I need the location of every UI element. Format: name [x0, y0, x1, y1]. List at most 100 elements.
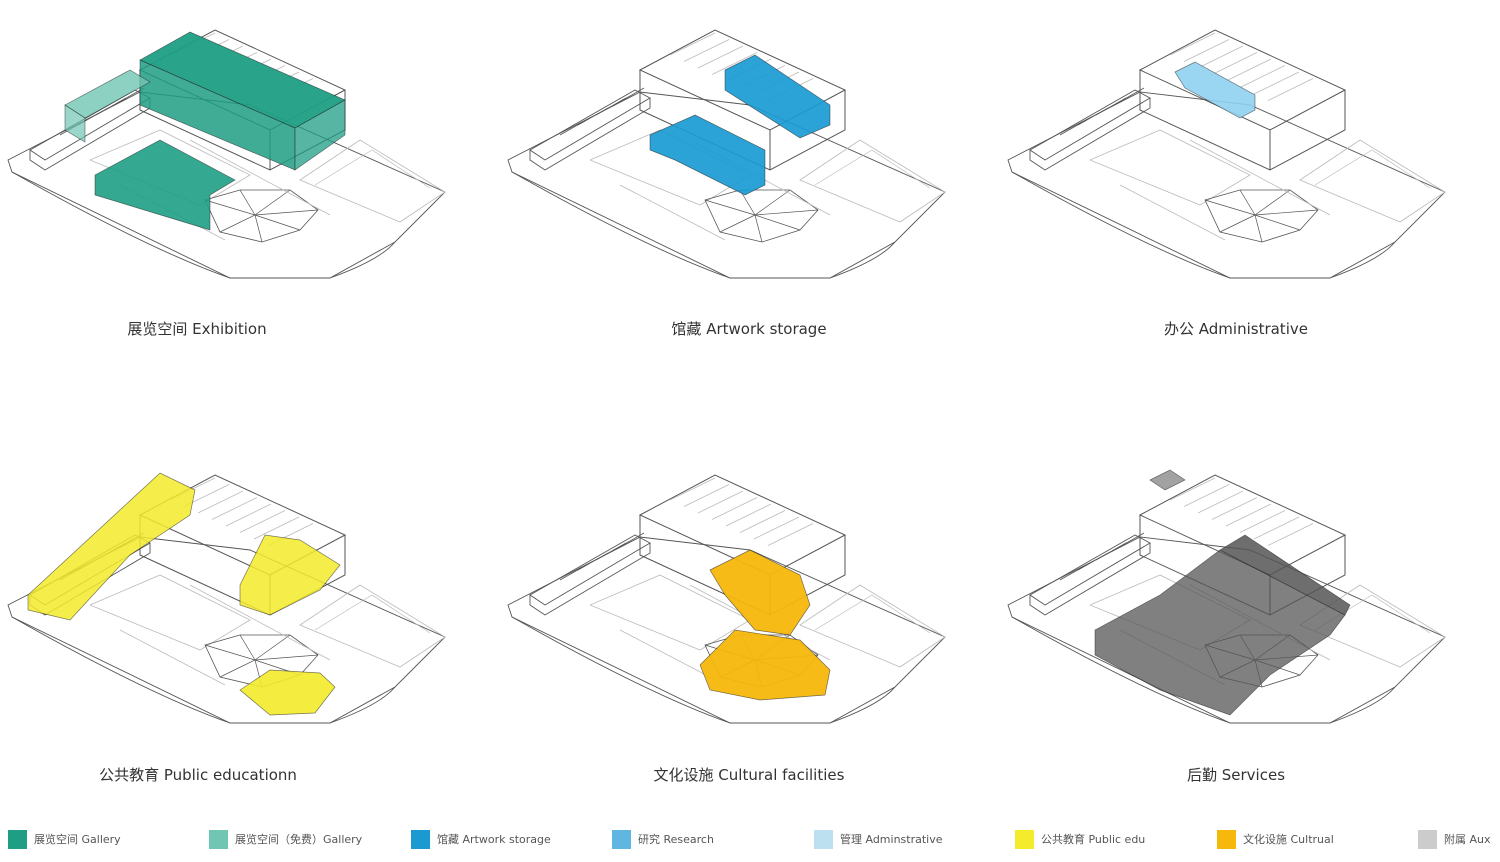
lower-gallery-volume [94, 139, 236, 231]
building-base-lines [507, 474, 946, 724]
storage-volume-upper [724, 54, 831, 139]
legend-swatch [1015, 829, 1034, 849]
canopy-outline [704, 189, 819, 243]
roof-rib [1225, 58, 1272, 82]
legend-item-free-gallery: 展览空间（免费）Gallery [209, 828, 362, 850]
cultural-tower [709, 549, 811, 636]
canopy-rib [204, 199, 256, 216]
roof-rib [711, 52, 758, 75]
bridge-line [189, 139, 331, 216]
legend-swatch [1418, 829, 1437, 849]
legend-label: 文化设施 Cultrual [1243, 833, 1334, 846]
roof-rib [697, 45, 744, 69]
left-bar-slot [113, 87, 145, 106]
caption-education: 公共教育 Public educationn [99, 766, 297, 784]
roof-rib [683, 484, 730, 507]
legend-label: 展览空间（免费）Gallery [235, 833, 363, 846]
legend-swatch [209, 829, 228, 849]
legend-swatch [1217, 829, 1236, 849]
canopy-rib [254, 654, 319, 661]
left-bar-top [1029, 534, 1151, 606]
canopy-rib [1254, 189, 1291, 216]
canopy-rib [204, 644, 256, 661]
building-base-lines [1007, 29, 1446, 279]
ramp-line [314, 594, 431, 634]
roof-rib [239, 510, 286, 533]
education-pavilion [239, 669, 336, 716]
canopy-rib [739, 189, 756, 216]
canopy-rib [254, 634, 291, 661]
services-volume [1094, 549, 1346, 716]
axonometric-drawing [1007, 469, 1446, 724]
caption-services: 后勤 Services [1186, 766, 1286, 784]
left-bar-side [1029, 98, 1151, 171]
roof-rib [739, 510, 786, 533]
canopy-rib [254, 209, 319, 216]
canopy-rib [1204, 199, 1256, 216]
cultural-base [699, 629, 831, 701]
roof-rib [683, 39, 730, 62]
bridge-line [619, 184, 726, 241]
diagram-panel-education [0, 455, 500, 755]
services-ramp [1219, 534, 1351, 616]
canopy-outline [204, 189, 319, 243]
bridge-line [1119, 184, 1226, 241]
atrium-outline [1089, 129, 1251, 206]
canopy-rib [254, 214, 301, 231]
ramp-line [814, 149, 931, 189]
caption-cultural: 文化设施 Cultural facilities [653, 766, 845, 784]
canopy-rib [239, 634, 256, 661]
free-gallery-volume [64, 69, 151, 119]
canopy-rib [219, 659, 256, 678]
site-curve [1011, 616, 1396, 724]
highlighted-volume [64, 31, 346, 231]
axonometric-drawing [507, 29, 946, 279]
legend-label: 研究 Research [638, 833, 714, 846]
site-curve [511, 171, 896, 279]
ramp-line [814, 594, 931, 634]
roof-rib [211, 497, 258, 520]
canopy-rib [254, 214, 263, 243]
axonometric-drawing [507, 474, 946, 724]
canopy-rib [719, 214, 756, 233]
roof-rib [253, 516, 300, 540]
roof-rib [1225, 503, 1272, 527]
legend-label: 馆藏 Artwork storage [437, 833, 551, 846]
roof-rib [725, 503, 772, 527]
legend-label: 公共教育 Public edu [1041, 833, 1146, 846]
gallery-volume-end [294, 99, 346, 171]
roof-rib [225, 503, 272, 527]
roof-rib [1197, 490, 1244, 514]
caption-exhibition: 展览空间 Exhibition [127, 320, 267, 338]
legend-item-aux: 附属 Aux [1418, 828, 1491, 850]
legend-label: 展览空间 Gallery [34, 833, 121, 846]
canopy-outline [204, 634, 319, 688]
left-bar-side [1029, 543, 1151, 616]
roof-rib [1267, 78, 1314, 101]
legend-swatch [814, 829, 833, 849]
caption-admin: 办公 Administrative [1164, 320, 1308, 338]
atrium-outline [89, 574, 251, 651]
roof-rib [1183, 484, 1230, 507]
roof-rib [197, 490, 244, 514]
diagram-panel-storage [500, 10, 1000, 310]
legend-swatch [411, 829, 430, 849]
bridge-line [189, 584, 331, 661]
education-wing [27, 472, 196, 621]
left-bar-top [529, 534, 651, 606]
highlighted-volume [699, 549, 831, 701]
left-bar-side [529, 543, 651, 616]
canopy-rib [704, 199, 756, 216]
roof-rib [1239, 65, 1286, 88]
diagram-panel-services [1000, 455, 1500, 755]
roof-rib [1211, 52, 1258, 75]
left-bar-slot [613, 532, 645, 551]
caption-storage: 馆藏 Artwork storage [671, 320, 827, 338]
ramp-line [1314, 149, 1431, 189]
roof-rib [767, 523, 814, 546]
roof-rib [1239, 510, 1286, 533]
legend-item-gallery: 展览空间 Gallery [8, 828, 121, 850]
diagram-panel-admin [1000, 10, 1500, 310]
highlighted-volume [649, 54, 831, 196]
legend-item-artwork-storage: 馆藏 Artwork storage [411, 828, 551, 850]
